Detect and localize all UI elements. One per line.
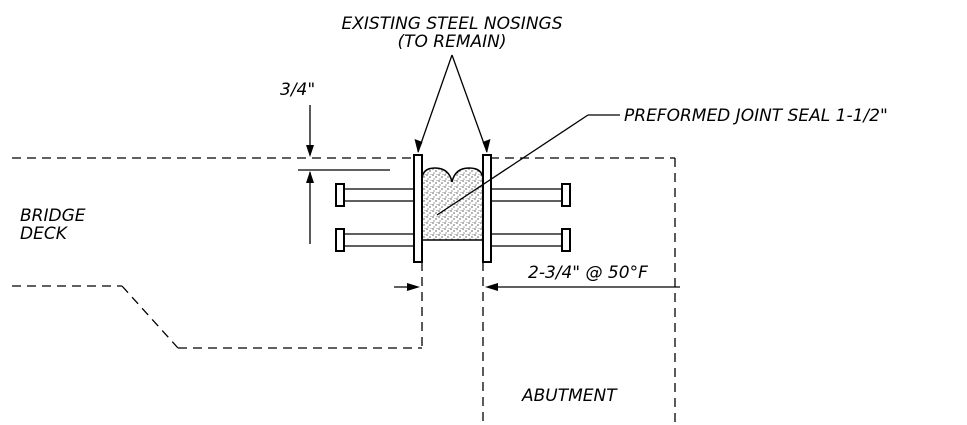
left-steel-nosing (413, 154, 423, 263)
nosings-label: EXISTING STEEL NOSINGS (342, 14, 563, 34)
gap-label: 2-3/4" @ 50°F (528, 263, 648, 283)
bridge-deck-outline (12, 157, 423, 349)
left-anchor-studs (335, 183, 414, 252)
seal-leader-line (436, 114, 620, 216)
bridge-deck-label: BRIDGE (20, 206, 86, 226)
abutment-outline (482, 157, 676, 425)
gap-dimension (394, 283, 680, 291)
bridge-deck-label-2: DECK (20, 224, 69, 244)
right-anchor-studs (490, 183, 571, 252)
right-steel-nosing (482, 154, 492, 263)
recess-dimension (298, 105, 390, 244)
abutment-label: ABUTMENT (521, 386, 618, 406)
recess-label: 3/4" (280, 80, 315, 100)
nosings-leader-arrows (414, 54, 491, 153)
seal-label: PREFORMED JOINT SEAL 1-1/2" (624, 106, 888, 126)
nosings-remain-label: (TO REMAIN) (397, 32, 506, 52)
